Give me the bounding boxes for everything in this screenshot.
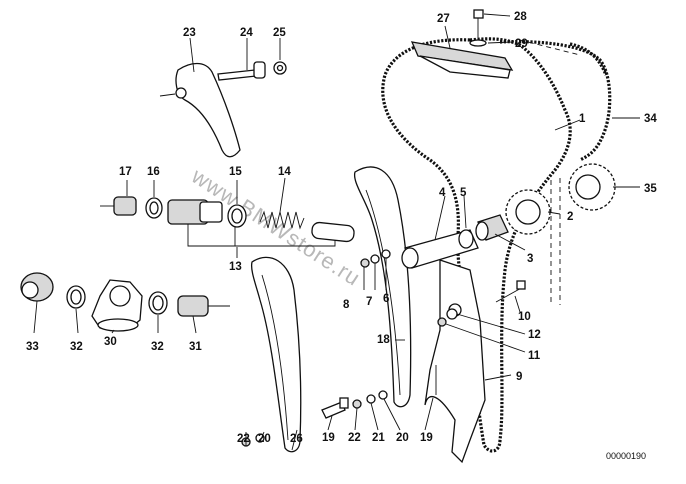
tensioner-seal-ring-16 <box>145 197 163 219</box>
seal-ring-32-right <box>148 291 168 315</box>
washer-12 <box>446 308 458 320</box>
tensioner-seal-ring-15 <box>227 204 247 228</box>
callout-13: 13 <box>229 261 242 273</box>
upper-guide-rail <box>410 41 514 79</box>
callout-5: 5 <box>460 187 467 199</box>
tensioner-spring <box>259 210 305 230</box>
callout-32-right: 32 <box>151 341 164 353</box>
callout-14: 14 <box>278 166 291 178</box>
callout-19-left: 19 <box>322 432 335 444</box>
timing-chain-secondary <box>499 40 612 162</box>
reference-code: 00000190 <box>606 451 646 461</box>
seal-ring-32-left <box>66 285 86 309</box>
plug-33 <box>20 272 54 302</box>
callout-23: 23 <box>183 27 196 39</box>
callout-12: 12 <box>528 329 541 341</box>
washer-21 <box>366 394 376 404</box>
callout-3: 3 <box>527 253 533 265</box>
callout-8: 8 <box>343 299 350 311</box>
callout-15: 15 <box>229 166 242 178</box>
callout-21: 21 <box>372 432 385 444</box>
tensioner-piston <box>311 221 355 243</box>
nut-11 <box>437 317 447 327</box>
ring-5 <box>458 229 474 249</box>
callout-31: 31 <box>189 341 202 353</box>
callout-35: 35 <box>644 183 657 195</box>
tensioner-screw-plug <box>100 196 137 216</box>
timing-chain-primary <box>381 37 572 453</box>
callout-19-right: 19 <box>420 432 433 444</box>
callout-7: 7 <box>366 296 372 308</box>
stud-10 <box>495 280 526 303</box>
nut-22-center <box>352 399 362 409</box>
callout-16: 16 <box>147 166 160 178</box>
callout-24: 24 <box>240 27 253 39</box>
nut-8 <box>360 258 370 268</box>
callout-22-left: 22 <box>237 433 250 445</box>
callout-34: 34 <box>644 113 657 125</box>
callout-29: 29 <box>515 38 528 50</box>
upper-rail-washer <box>469 39 487 47</box>
washer-7 <box>370 254 380 264</box>
washer-20-center <box>378 390 388 400</box>
tensioner-housing <box>167 199 223 225</box>
callout-11: 11 <box>528 350 541 362</box>
callout-4: 4 <box>439 187 446 199</box>
callout-20-left: 20 <box>258 433 271 445</box>
sprocket-35 <box>568 163 616 211</box>
callout-28: 28 <box>514 11 527 23</box>
callout-6: 6 <box>383 293 389 305</box>
callout-10: 10 <box>518 311 531 323</box>
callout-32-left: 32 <box>70 341 83 353</box>
stud-19-left <box>321 397 349 419</box>
callout-25: 25 <box>273 27 286 39</box>
leader-lines <box>33 13 640 451</box>
bracket-13 <box>187 224 336 247</box>
callout-2: 2 <box>567 211 573 223</box>
slide-rail-18 <box>353 166 412 408</box>
callout-18: 18 <box>377 334 390 346</box>
callout-9: 9 <box>516 371 522 383</box>
pivot-washer <box>273 61 287 75</box>
upper-rail-bolt <box>473 9 484 40</box>
callout-33: 33 <box>26 341 39 353</box>
chain-guide-9 <box>424 259 486 464</box>
pivot-bolt <box>217 61 266 81</box>
callout-labels: 1 2 3 4 5 6 7 8 9 10 11 12 13 14 15 16 1… <box>26 11 657 445</box>
callout-22-right: 22 <box>348 432 361 444</box>
callout-20-right: 20 <box>396 432 409 444</box>
tensioner-pivot-rail <box>159 62 241 158</box>
guide-lines <box>519 39 581 305</box>
sprocket-2 <box>505 189 551 235</box>
callout-1: 1 <box>579 113 586 125</box>
tensioner-rail-26 <box>250 256 302 453</box>
callout-26: 26 <box>290 433 303 445</box>
callout-30: 30 <box>104 336 117 348</box>
callout-27: 27 <box>437 13 450 25</box>
banjo-bracket-30 <box>91 279 143 332</box>
banjo-bolt-31 <box>177 295 230 317</box>
washer-6 <box>381 249 391 259</box>
callout-17: 17 <box>119 166 132 178</box>
bushing-3 <box>475 214 509 241</box>
